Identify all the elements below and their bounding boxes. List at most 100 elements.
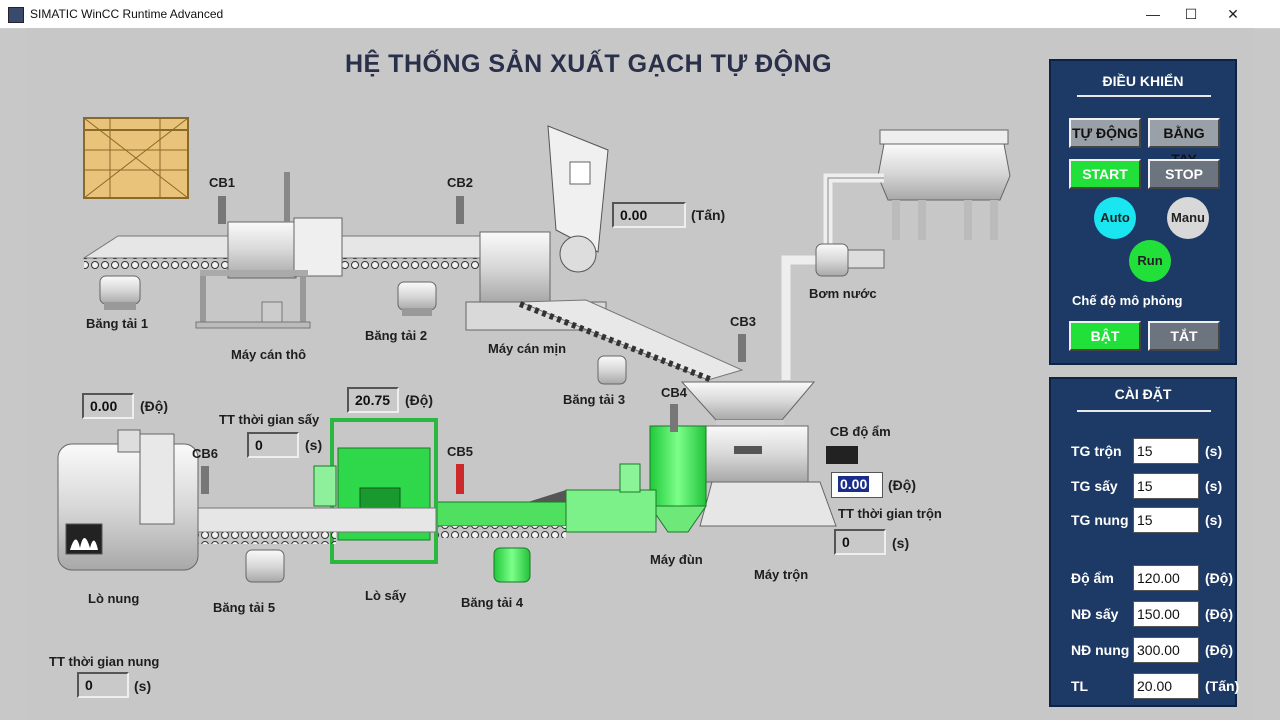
- control-divider: [1077, 95, 1211, 97]
- sensor-icon: [456, 196, 464, 224]
- motor-icon: [597, 355, 627, 385]
- minimize-button[interactable]: —: [1146, 6, 1160, 22]
- label-cb6: CB6: [192, 446, 219, 461]
- water-tank: [877, 129, 1011, 240]
- dryer-temp-unit: (Độ): [405, 392, 433, 408]
- setting-unit: (Tấn): [1205, 678, 1240, 694]
- label-lo-nung: Lò nung: [88, 591, 140, 606]
- weight-unit: (Tấn): [691, 207, 726, 223]
- weight-setpoint-input[interactable]: [1133, 673, 1199, 699]
- fine-roller-machine: [465, 125, 609, 331]
- dry-time-setpoint-input[interactable]: [1133, 473, 1199, 499]
- dry-temp-setpoint-input[interactable]: [1133, 601, 1199, 627]
- label-cb5: CB5: [447, 444, 474, 459]
- fire-time-field: 0: [77, 672, 129, 698]
- simulation-label: Chế độ mô phỏng: [1072, 293, 1183, 308]
- fire-time-unit: (s): [134, 678, 152, 694]
- sensor-alarm-icon: [456, 464, 464, 494]
- label-cb3: CB3: [730, 314, 757, 329]
- sensor-icon: [201, 466, 209, 494]
- setting-unit: (Độ): [1205, 570, 1233, 586]
- mix-time-setpoint-input[interactable]: [1133, 438, 1199, 464]
- kiln-temp-unit: (Độ): [140, 398, 168, 414]
- label-bang-tai-1: Băng tải 1: [86, 316, 149, 331]
- setting-unit: (Độ): [1205, 606, 1233, 622]
- label-bang-tai-2: Băng tải 2: [365, 328, 428, 343]
- setting-unit: (s): [1205, 512, 1223, 528]
- rough-roller-machine: [195, 172, 343, 329]
- window-title: SIMATIC WinCC Runtime Advanced: [30, 7, 224, 21]
- setting-label: TL: [1071, 678, 1089, 694]
- label-bang-tai-4: Băng tải 4: [461, 595, 524, 610]
- sensor-icon: [670, 404, 678, 432]
- kiln-furnace: [57, 429, 199, 571]
- setting-label: NĐ nung: [1071, 642, 1130, 658]
- dryer-temp-field: 20.75: [347, 387, 399, 413]
- setting-label: Độ ẩm: [1071, 570, 1114, 586]
- manual-mode-button[interactable]: BẰNG TAY: [1148, 118, 1220, 167]
- label-lo-say: Lò sấy: [365, 588, 407, 603]
- motor-icon: [493, 547, 531, 583]
- label-bom-nuoc: Bơm nước: [809, 286, 877, 301]
- auto-mode-button[interactable]: TỰ ĐỘNG: [1069, 118, 1141, 148]
- label-bang-tai-3: Băng tải 3: [563, 392, 626, 407]
- dry-time-unit: (s): [305, 437, 323, 453]
- label-tt-tg-say: TT thời gian sấy: [219, 412, 320, 427]
- setting-unit: (Độ): [1205, 642, 1233, 658]
- mixer-machine: [680, 381, 858, 527]
- label-cb-do-am: CB độ ẩm: [830, 424, 891, 439]
- fire-time-setpoint-input[interactable]: [1133, 507, 1199, 533]
- water-pump: [815, 243, 885, 277]
- motor-icon: [99, 275, 141, 310]
- label-cb4: CB4: [661, 385, 688, 400]
- label-may-can-min: Máy cán mịn: [488, 341, 567, 356]
- start-button[interactable]: START: [1069, 159, 1141, 189]
- run-indicator: Run: [1129, 240, 1171, 282]
- auto-indicator: Auto: [1094, 197, 1136, 239]
- setting-label: TG nung: [1071, 512, 1129, 528]
- simulation-on-button[interactable]: BẬT: [1069, 321, 1141, 351]
- setting-unit: (s): [1205, 443, 1223, 459]
- fire-temp-setpoint-input[interactable]: [1133, 637, 1199, 663]
- manual-indicator: Manu: [1167, 197, 1209, 239]
- label-may-can-tho: Máy cán thô: [231, 347, 307, 362]
- conveyor-green: [435, 501, 567, 538]
- label-may-dun: Máy đùn: [650, 552, 703, 567]
- settings-panel: CÀI ĐẶT TG trộn (s) TG sấy (s) TG nung (…: [1049, 377, 1240, 707]
- maximize-button[interactable]: ☐: [1184, 6, 1198, 22]
- control-panel-title: ĐIỀU KHIỂN: [1102, 73, 1184, 89]
- app-icon: [8, 7, 24, 23]
- mix-time-field: 0: [834, 529, 886, 555]
- label-bang-tai-5: Băng tải 5: [213, 600, 276, 615]
- kiln-temp-field: 0.00: [82, 393, 134, 419]
- clay-crate-icon: [83, 117, 189, 199]
- extruder-machine: [528, 425, 707, 533]
- setting-label: TG sấy: [1071, 478, 1118, 494]
- settings-divider: [1077, 410, 1211, 412]
- setting-unit: (s): [1205, 478, 1223, 494]
- motor-icon: [245, 549, 285, 583]
- control-panel: ĐIỀU KHIỂN TỰ ĐỘNG BẰNG TAY START STOP A…: [1049, 59, 1237, 365]
- setting-label: TG trộn: [1071, 443, 1122, 459]
- humidity-field[interactable]: 0.00: [831, 472, 883, 498]
- label-tt-tg-nung: TT thời gian nung: [49, 654, 160, 669]
- weight-field: 0.00: [612, 202, 686, 228]
- humidity-unit: (Độ): [888, 477, 916, 493]
- label-cb1: CB1: [209, 175, 236, 190]
- stop-button[interactable]: STOP: [1148, 159, 1220, 189]
- motor-icon: [397, 281, 437, 316]
- sensor-icon: [218, 196, 226, 224]
- conveyor-inclined: [518, 299, 744, 383]
- label-cb2: CB2: [447, 175, 474, 190]
- simulation-off-button[interactable]: TẮT: [1148, 321, 1220, 351]
- sensor-icon: [738, 334, 746, 362]
- close-button[interactable]: ✕: [1227, 6, 1239, 22]
- page-title: HỆ THỐNG SẢN XUẤT GẠCH TỰ ĐỘNG: [345, 50, 833, 78]
- setting-label: NĐ sấy: [1071, 606, 1119, 622]
- settings-panel-title: CÀI ĐẶT: [1114, 386, 1172, 402]
- mix-time-unit: (s): [892, 535, 910, 551]
- label-may-tron: Máy trộn: [754, 567, 809, 582]
- humidity-setpoint-input[interactable]: [1133, 565, 1199, 591]
- label-tt-tg-tron: TT thời gian trộn: [838, 506, 942, 521]
